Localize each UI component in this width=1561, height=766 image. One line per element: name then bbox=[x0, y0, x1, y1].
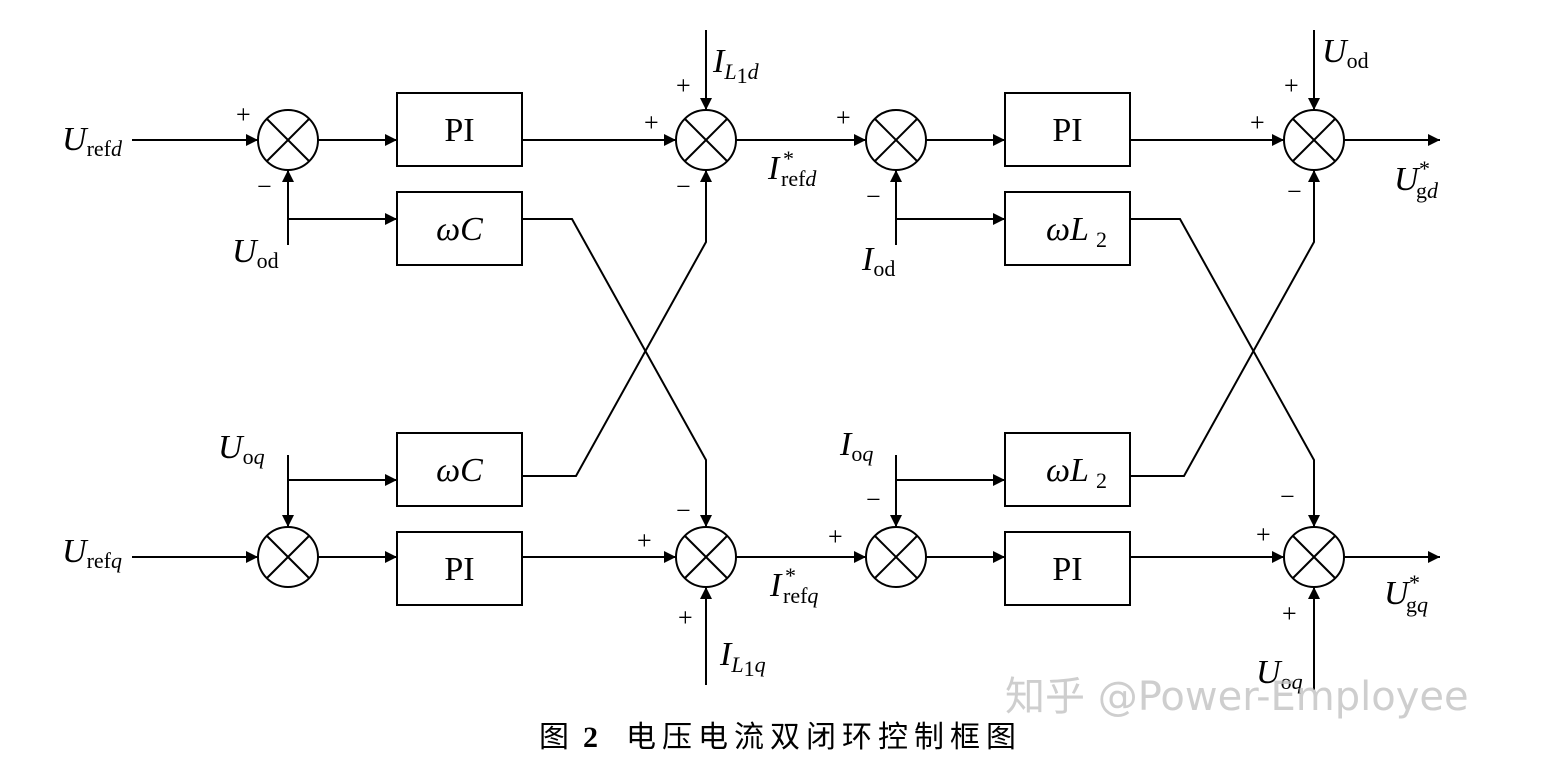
omega-l2-block-q: ωL 2 bbox=[1004, 432, 1131, 507]
sum-junction-current-ref-d bbox=[675, 109, 737, 171]
omega-l2-block-d: ωL 2 bbox=[1004, 191, 1131, 266]
pi-block-current-q: PI bbox=[1004, 531, 1131, 606]
svg-text:+: + bbox=[1284, 71, 1299, 100]
svg-text:2: 2 bbox=[1096, 468, 1107, 493]
svg-text:gq: gq bbox=[1406, 592, 1428, 617]
svg-text:−: − bbox=[866, 485, 881, 514]
svg-text:+: + bbox=[236, 100, 251, 129]
signal-lines bbox=[132, 30, 1440, 690]
label-u-gd-star: U * gd bbox=[1394, 156, 1439, 203]
junction-signs: + − + + − + − + + − − + + + − − + + bbox=[236, 71, 1302, 632]
svg-text:*: * bbox=[783, 146, 794, 171]
sum-junction-current-d bbox=[865, 109, 927, 171]
label-u-oq-feedforward: Uoq bbox=[1256, 654, 1303, 694]
svg-text:PI: PI bbox=[444, 112, 474, 149]
svg-text:*: * bbox=[1419, 156, 1430, 181]
caption-text: 电压电流双闭环控制框图 bbox=[626, 720, 1022, 755]
label-u-gq-star: U * gq bbox=[1384, 570, 1428, 617]
label-u-od-feedforward: Uod bbox=[1322, 33, 1369, 73]
sum-junction-current-q bbox=[865, 526, 927, 588]
svg-text:U: U bbox=[1394, 161, 1421, 198]
svg-text:ωC: ωC bbox=[436, 452, 483, 489]
svg-text:−: − bbox=[1280, 482, 1295, 511]
label-u-refd: Urefd bbox=[62, 121, 123, 161]
svg-text:+: + bbox=[836, 103, 851, 132]
svg-text:gd: gd bbox=[1416, 178, 1439, 203]
omega-c-block-q: ωC bbox=[396, 432, 523, 507]
svg-text:−: − bbox=[866, 182, 881, 211]
pi-block-voltage-d: PI bbox=[396, 92, 523, 167]
omega-c-block-d: ωC bbox=[396, 191, 523, 266]
svg-text:+: + bbox=[1282, 599, 1297, 628]
control-block-diagram: PI ωC ωC PI PI ωL 2 ωL 2 PI bbox=[62, 30, 1440, 694]
label-i-l1q: IL1q bbox=[719, 636, 766, 681]
sum-junction-voltage-q bbox=[257, 526, 319, 588]
svg-text:ωL: ωL bbox=[1046, 211, 1089, 248]
svg-text:+: + bbox=[678, 603, 693, 632]
sum-junction-voltage-d bbox=[257, 109, 319, 171]
svg-text:refq: refq bbox=[783, 583, 818, 608]
pi-block-voltage-q: PI bbox=[396, 531, 523, 606]
svg-text:I: I bbox=[769, 567, 783, 604]
svg-text:U: U bbox=[1384, 575, 1411, 612]
svg-text:−: − bbox=[676, 496, 691, 525]
svg-text:PI: PI bbox=[1052, 112, 1082, 149]
label-i-refd-star: I * refd bbox=[767, 146, 817, 191]
svg-text:+: + bbox=[1256, 520, 1271, 549]
label-u-od-voltage-loop: Uod bbox=[232, 233, 279, 273]
svg-text:+: + bbox=[637, 526, 652, 555]
svg-text:+: + bbox=[828, 522, 843, 551]
label-i-l1d: IL1d bbox=[712, 43, 760, 88]
label-u-oq-voltage-loop: Uoq bbox=[218, 429, 265, 469]
svg-text:I: I bbox=[767, 150, 781, 187]
label-i-oq: Ioq bbox=[839, 426, 873, 466]
svg-text:2: 2 bbox=[1096, 227, 1107, 252]
svg-text:−: − bbox=[257, 172, 272, 201]
svg-text:−: − bbox=[1287, 177, 1302, 206]
svg-text:*: * bbox=[785, 563, 796, 588]
svg-text:−: − bbox=[676, 172, 691, 201]
svg-text:+: + bbox=[676, 71, 691, 100]
pi-block-current-d: PI bbox=[1004, 92, 1131, 167]
svg-text:refd: refd bbox=[781, 166, 817, 191]
sum-junction-output-q bbox=[1283, 526, 1345, 588]
watermark: 知乎 @Power-Employee bbox=[1005, 674, 1469, 720]
label-i-refq-star: I * refq bbox=[769, 563, 818, 608]
sum-junction-output-d bbox=[1283, 109, 1345, 171]
sum-junction-current-ref-q bbox=[675, 526, 737, 588]
caption-number: 2 bbox=[583, 721, 598, 754]
label-u-refq: Urefq bbox=[62, 533, 122, 573]
svg-text:ωC: ωC bbox=[436, 211, 483, 248]
svg-text:ωL: ωL bbox=[1046, 452, 1089, 489]
svg-text:PI: PI bbox=[444, 551, 474, 588]
label-i-od: Iod bbox=[861, 241, 895, 281]
svg-text:+: + bbox=[644, 108, 659, 137]
svg-text:+: + bbox=[1250, 108, 1265, 137]
svg-text:PI: PI bbox=[1052, 551, 1082, 588]
caption-prefix: 图 bbox=[539, 720, 575, 755]
svg-text:*: * bbox=[1409, 570, 1420, 595]
